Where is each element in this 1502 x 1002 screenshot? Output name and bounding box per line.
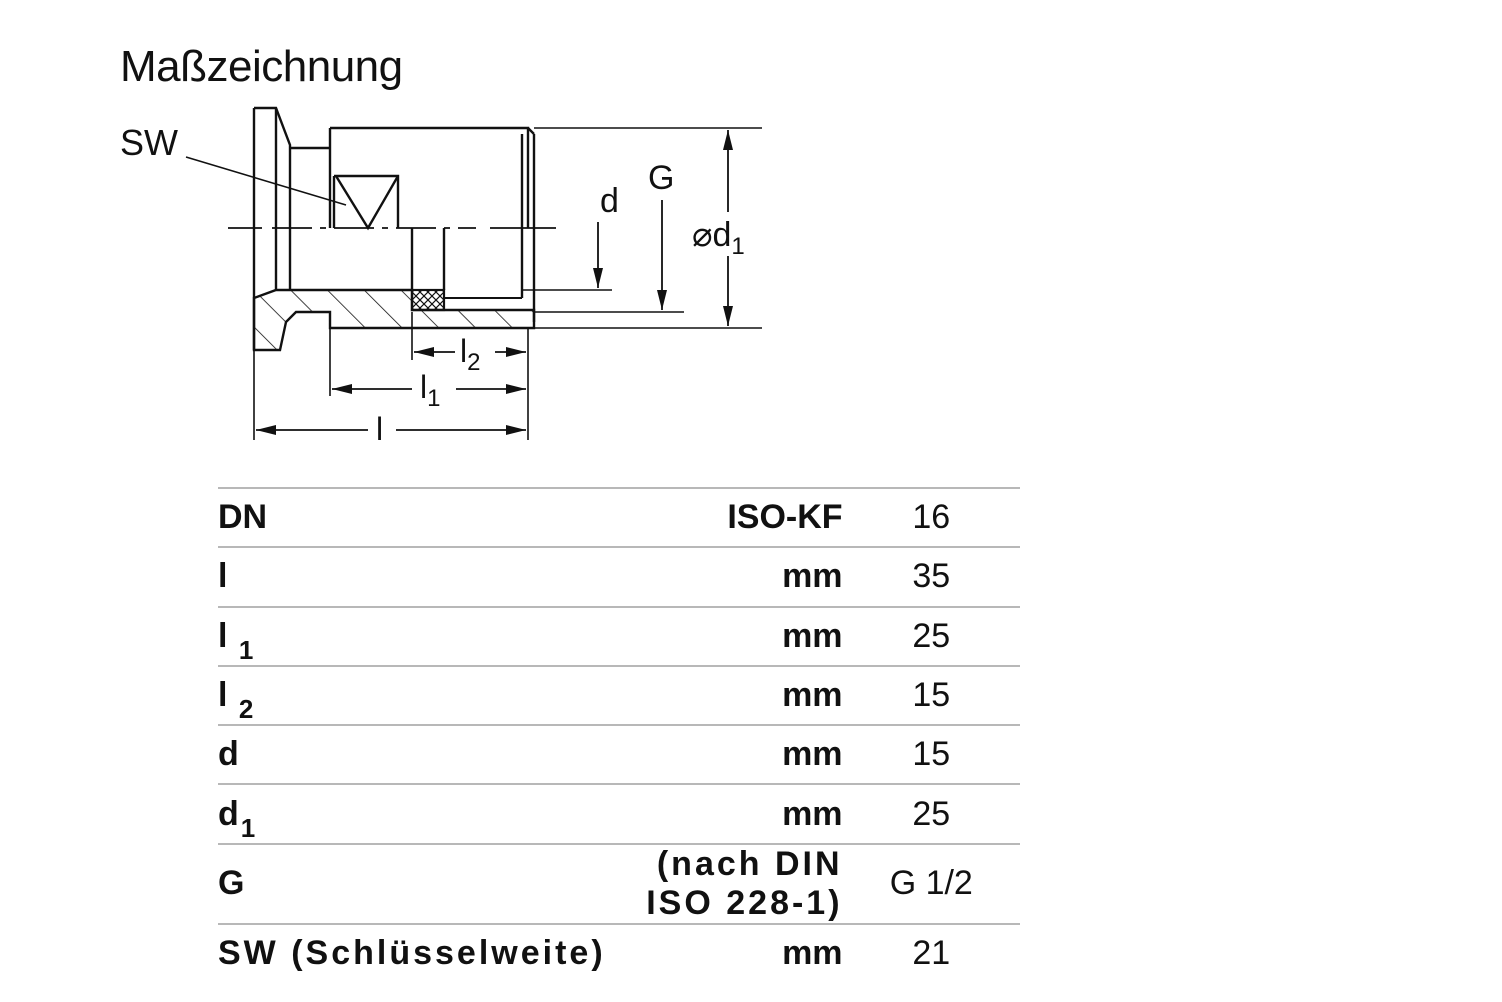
value-cell: 15 [912, 735, 951, 774]
param-cell: DN [218, 498, 268, 537]
label-l2: l2 [460, 333, 480, 376]
label-l: l [376, 411, 383, 447]
unit-cell: mm [782, 616, 843, 655]
param-cell: d [218, 735, 239, 774]
label-d1: ⌀d1 [692, 216, 745, 260]
value-cell: G 1/2 [889, 864, 973, 903]
value-cell: 35 [912, 557, 951, 596]
param-cell: d1 [218, 794, 256, 843]
param-cell: l 2 [218, 676, 254, 725]
label-d: d [600, 182, 619, 220]
table-row: SW (Schlüsselweite) mm 21 [218, 923, 1020, 983]
table-row: l mm 35 [218, 547, 1020, 606]
table-row: d mm 15 [218, 725, 1020, 784]
unit-cell: mm [782, 676, 843, 715]
unit-cell: mm [782, 735, 843, 774]
unit-cell: mm [782, 794, 843, 833]
unit-cell: mm [782, 934, 843, 973]
value-cell: 16 [912, 498, 951, 537]
table-row: d1 mm 25 [218, 784, 1020, 843]
unit-cell: (nach DIN ISO 228-1) [646, 844, 843, 922]
unit-cell: mm [782, 557, 843, 596]
param-cell: l [218, 557, 228, 596]
param-cell: G [218, 864, 248, 903]
value-cell: 25 [912, 794, 951, 833]
dimension-drawing: SW d G ⌀d1 l2 l1 l [120, 106, 762, 447]
table-row: DN ISO-KF 16 [218, 488, 1020, 547]
param-cell: SW (Schlüsselweite) [218, 934, 606, 973]
label-l1: l1 [420, 369, 440, 412]
table-row: l 2 mm 15 [218, 665, 1020, 725]
value-cell: 15 [912, 676, 951, 715]
drawing-title: Maßzeichnung [120, 42, 403, 91]
table-row: l 1 mm 25 [218, 606, 1020, 666]
extension-lines [253, 127, 762, 440]
specification-table: DN ISO-KF 16 l mm 35 l 1 mm 25 l 2 mm 15… [218, 487, 1020, 983]
param-cell: l 1 [218, 616, 254, 665]
unit-cell: ISO-KF [727, 498, 843, 537]
label-sw: SW [120, 122, 178, 163]
value-cell: 25 [912, 616, 951, 655]
sw-leader-line [185, 156, 347, 206]
table-row: G (nach DIN ISO 228-1) G 1/2 [218, 843, 1020, 924]
value-cell: 21 [912, 934, 951, 973]
label-g: G [648, 159, 674, 197]
